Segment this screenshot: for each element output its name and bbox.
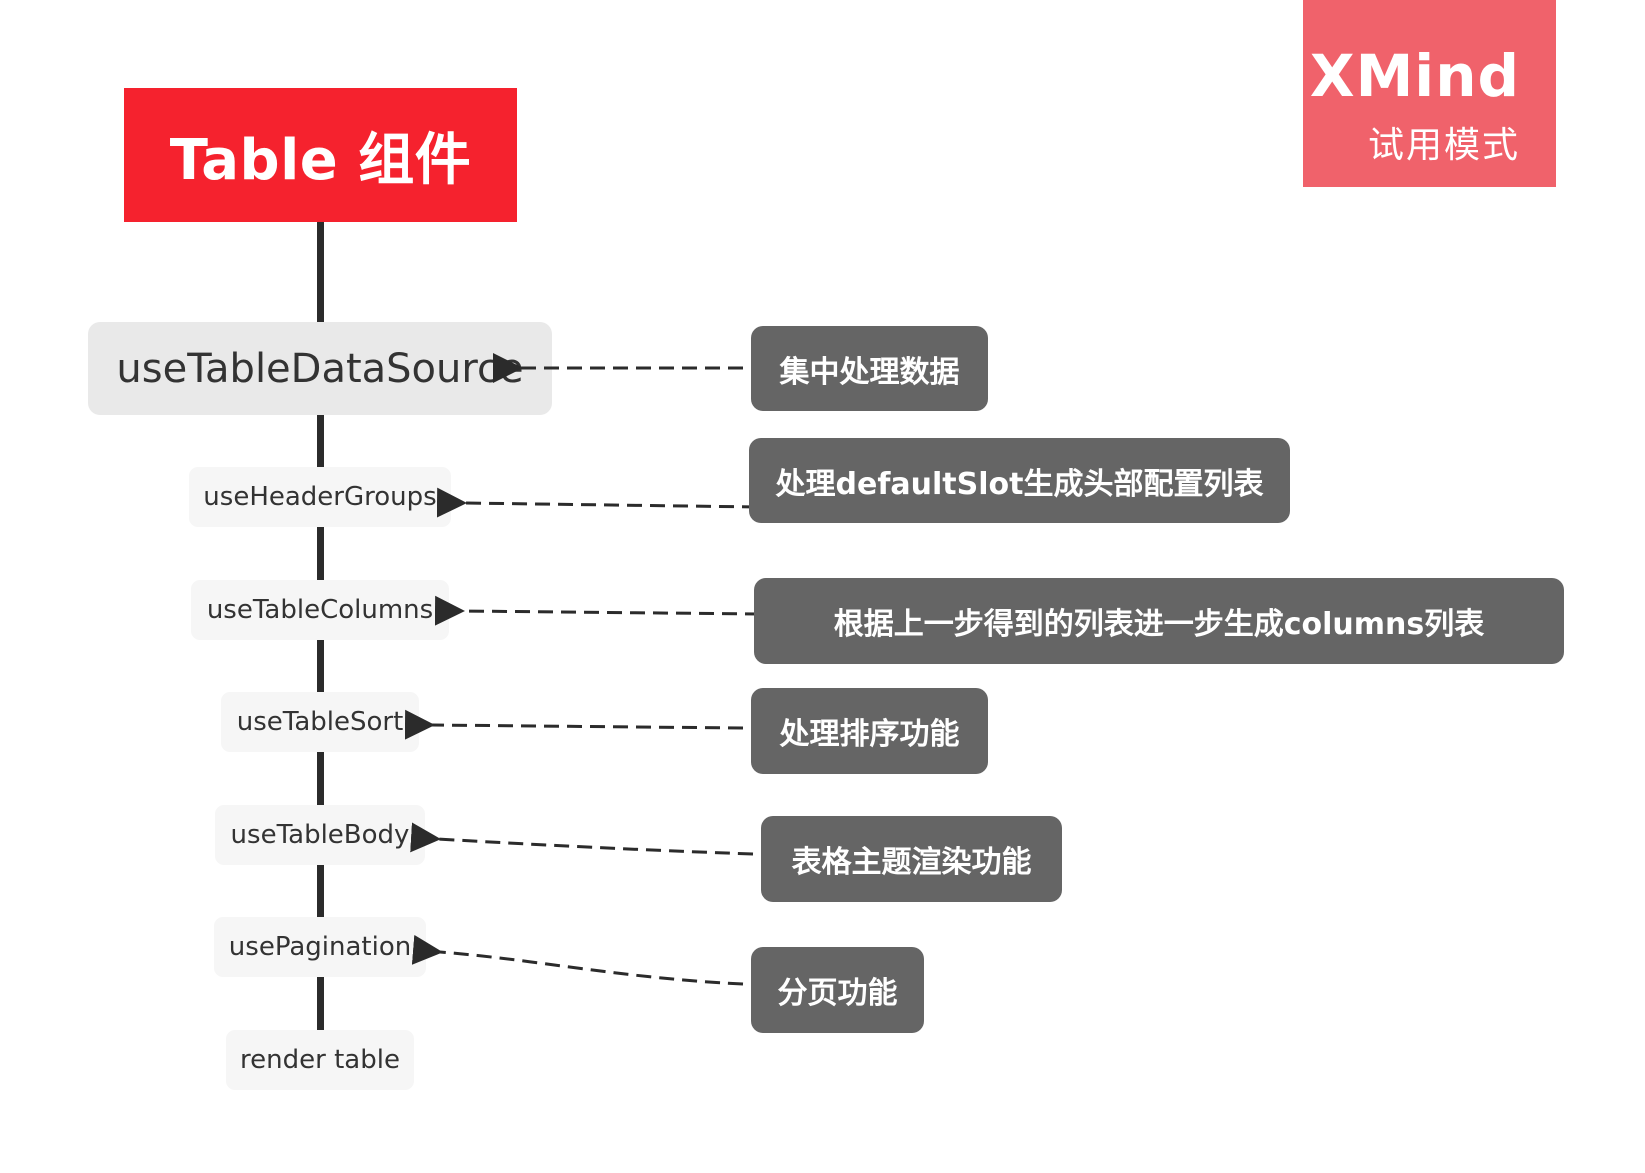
topic-use-table-columns[interactable]: useTableColumns bbox=[191, 580, 449, 640]
note-use-table-data-source[interactable]: 集中处理数据 bbox=[751, 326, 988, 411]
watermark-subtitle: 试用模式 bbox=[1367, 125, 1520, 166]
topic-render-table[interactable]: render table bbox=[226, 1030, 414, 1090]
note-use-table-columns[interactable]: 根据上一步得到的列表进一步生成columns列表 bbox=[754, 578, 1564, 664]
note-use-pagination[interactable]: 分页功能 bbox=[751, 947, 924, 1033]
topic-use-table-data-source[interactable]: useTableDataSource bbox=[88, 322, 552, 415]
topic-use-table-body[interactable]: useTableBody bbox=[215, 805, 425, 865]
root-topic[interactable]: Table 组件 bbox=[124, 88, 517, 222]
relationship-arrow-3 bbox=[434, 595, 761, 626]
topic-use-pagination[interactable]: usePagination bbox=[214, 917, 426, 977]
watermark-title: XMind bbox=[1309, 42, 1520, 110]
relationship-arrow-4 bbox=[404, 709, 744, 740]
relationship-arrow-5 bbox=[410, 822, 754, 856]
note-use-table-sort[interactable]: 处理排序功能 bbox=[751, 688, 988, 774]
note-use-table-body[interactable]: 表格主题渲染功能 bbox=[761, 816, 1062, 902]
relationship-arrow-2 bbox=[436, 487, 758, 518]
topic-use-header-groups[interactable]: useHeaderGroups bbox=[189, 467, 451, 527]
note-use-header-groups[interactable]: 处理defaultSlot生成头部配置列表 bbox=[749, 438, 1290, 523]
topic-use-table-sort[interactable]: useTableSort bbox=[221, 692, 419, 752]
xmind-trial-watermark: XMind 试用模式 bbox=[1303, 0, 1556, 187]
relationship-arrow-6 bbox=[411, 934, 744, 986]
